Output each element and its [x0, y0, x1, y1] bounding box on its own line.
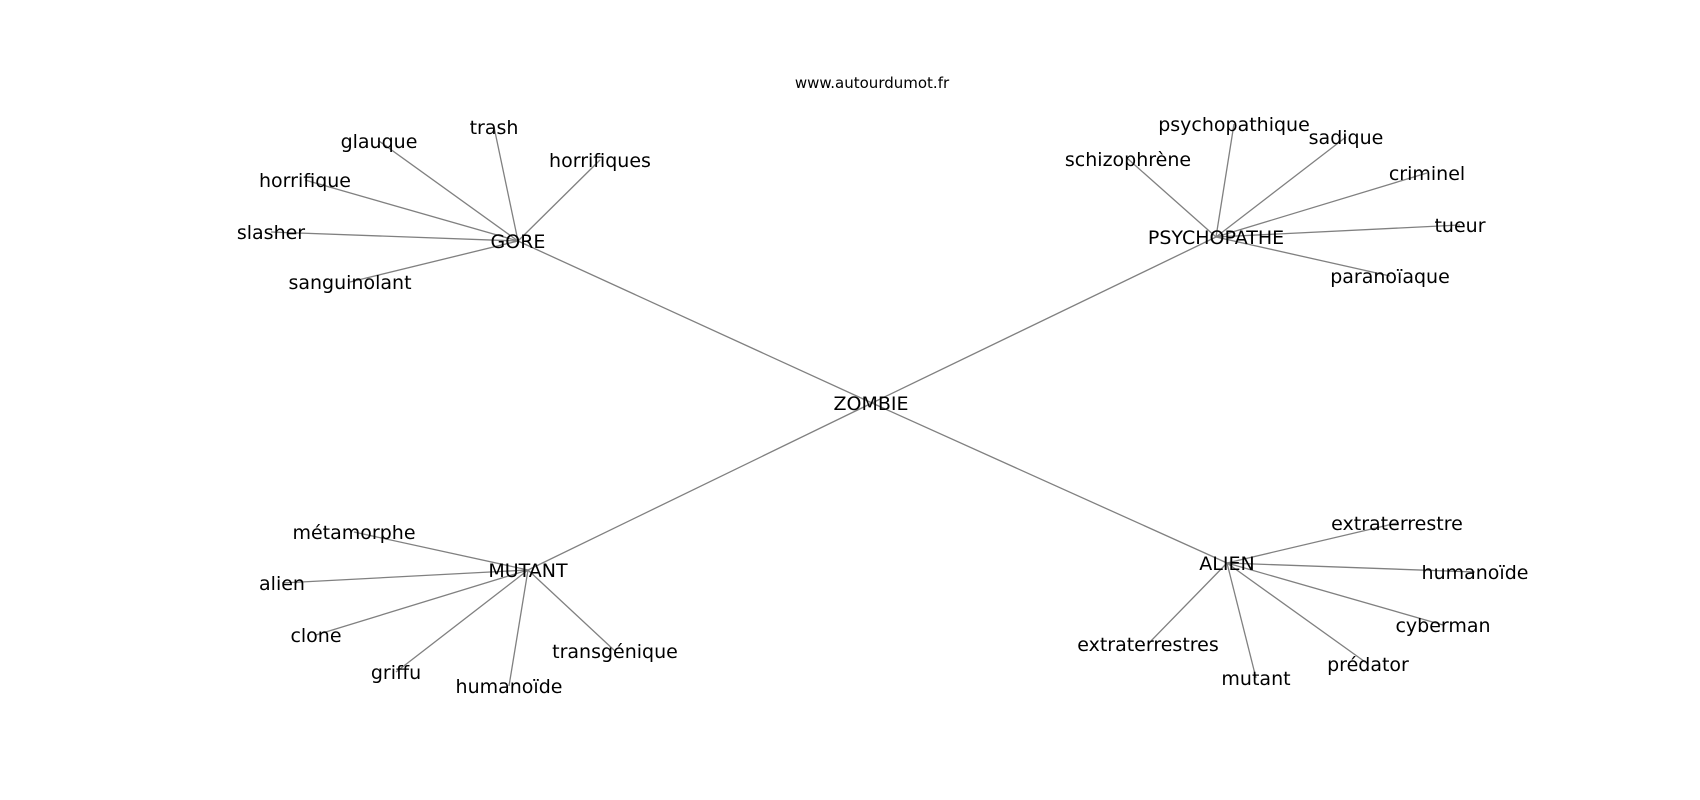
hub-word: MUTANT [488, 560, 568, 582]
leaf-word: alien [259, 573, 305, 595]
center-word: ZOMBIE [833, 393, 908, 415]
leaf-word: extraterrestres [1077, 634, 1219, 656]
edge-hub-to-leaf [517, 159, 601, 242]
leaf-word: prédator [1327, 654, 1409, 676]
edge-hub-to-leaf [304, 179, 519, 242]
edge-hub-to-leaf [508, 569, 529, 687]
leaf-word: sadique [1309, 127, 1384, 149]
edge-hub-to-leaf [1147, 562, 1228, 645]
leaf-word: mutant [1221, 668, 1290, 690]
leaf-word: clone [290, 625, 341, 647]
leaf-word: trash [470, 117, 519, 139]
leaf-word: sanguinolant [288, 272, 411, 294]
leaf-word: horrifique [259, 170, 351, 192]
hub-word: ALIEN [1199, 553, 1254, 575]
leaf-word: métamorphe [292, 522, 415, 544]
edge-hub-to-leaf [281, 569, 529, 584]
edge-center-to-hub [527, 402, 873, 571]
edge-hub-to-leaf [353, 531, 529, 571]
edge-hub-to-leaf [1226, 562, 1257, 679]
leaf-word: griffu [371, 662, 421, 684]
leaf-word: psychopathique [1158, 114, 1310, 136]
edge-hub-to-leaf [315, 569, 529, 636]
leaf-word: glauque [341, 131, 418, 153]
leaf-word: cyberman [1395, 615, 1490, 637]
leaf-word: humanoïde [1422, 562, 1529, 584]
edge-hub-to-leaf [1215, 172, 1428, 238]
edge-center-to-hub [517, 240, 873, 404]
edge-hub-to-leaf [1226, 562, 1369, 665]
leaf-word: paranoïaque [1330, 266, 1450, 288]
edges-layer [270, 123, 1476, 687]
labels-layer: www.autourdumot.fr ZOMBIE trash glauque ho… [237, 74, 1529, 698]
leaf-word: humanoïde [456, 676, 563, 698]
edge-hub-to-leaf [1215, 123, 1235, 238]
edge-hub-to-leaf [270, 231, 519, 242]
leaf-word: transgénique [552, 641, 678, 663]
edge-hub-to-leaf [527, 569, 616, 652]
leaf-word: criminel [1389, 163, 1465, 185]
leaf-word: slasher [237, 222, 305, 244]
edge-hub-to-leaf [1226, 562, 1476, 573]
leaf-word: schizophrène [1065, 149, 1191, 171]
edge-hub-to-leaf [378, 140, 519, 242]
hub-word: GORE [491, 231, 546, 253]
edge-hub-to-leaf [349, 240, 519, 283]
leaf-word: horrifiques [549, 150, 651, 172]
edge-hub-to-leaf [395, 569, 529, 673]
edge-hub-to-leaf [1226, 522, 1398, 564]
edge-hub-to-leaf [1215, 236, 1391, 277]
edge-hub-to-leaf [1215, 136, 1347, 238]
edge-hub-to-leaf [1226, 562, 1444, 626]
edge-center-to-hub [871, 236, 1217, 404]
leaf-word: extraterrestre [1331, 513, 1463, 535]
edge-hub-to-leaf [493, 126, 519, 242]
edge-center-to-hub [871, 402, 1228, 564]
hub-word: PSYCHOPATHE [1148, 227, 1284, 249]
source-url: www.autourdumot.fr [795, 74, 950, 92]
edge-hub-to-leaf [1127, 158, 1217, 238]
edge-hub-to-leaf [1215, 224, 1461, 238]
leaf-word: tueur [1434, 215, 1485, 237]
